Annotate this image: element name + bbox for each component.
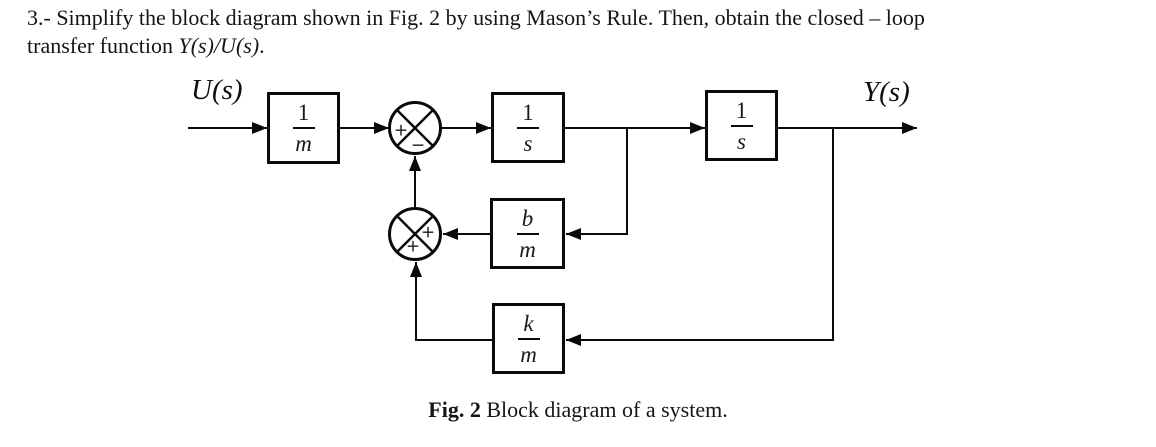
block-k-over-m: k m (492, 303, 565, 374)
sum-junction-1 (388, 101, 442, 155)
fraction-bar (517, 337, 540, 340)
block-1-over-m: 1 m (267, 92, 340, 164)
fraction-bar (730, 124, 753, 127)
denominator: m (520, 341, 537, 367)
block-k-over-m-label: k m (517, 310, 540, 367)
problem-line-2-text: transfer function (27, 33, 179, 58)
sum2-bottom-sign: + (405, 236, 421, 257)
numerator: 1 (735, 97, 748, 123)
line-km-to-sum2 (410, 262, 492, 341)
numerator: 1 (522, 99, 534, 125)
output-signal-label: Y(s) (863, 76, 910, 108)
denominator: s (523, 130, 533, 156)
denominator: m (519, 236, 536, 262)
figure-caption-text: Block diagram of a system. (480, 397, 728, 422)
block-integrator-2-label: 1 s (730, 97, 753, 154)
fraction-bar (517, 126, 539, 129)
problem-statement: 3.- Simplify the block diagram shown in … (27, 4, 1139, 60)
problem-line-1: 3.- Simplify the block diagram shown in … (27, 4, 1139, 32)
transfer-function-expression: Y(s)/U(s) (178, 33, 260, 58)
block-integrator-1-label: 1 s (517, 101, 539, 155)
block-b-over-m-label: b m (516, 205, 539, 262)
block-1-over-m-label: 1 m (292, 100, 315, 156)
denominator: s (737, 128, 746, 154)
block-integrator-1: 1 s (491, 92, 565, 163)
sum2-right-sign: + (420, 222, 436, 243)
sum1-left-sign: + (393, 120, 409, 141)
fraction-bar (292, 127, 315, 129)
figure-caption-number: Fig. 2 (428, 397, 481, 422)
sum1-bottom-sign: − (410, 135, 426, 156)
input-signal-label: U(s) (191, 74, 243, 106)
takeoff-to-bm-line (566, 128, 628, 240)
sum-junction-2 (388, 207, 442, 261)
takeoff-to-km-line (566, 128, 834, 346)
figure-caption: Fig. 2 Block diagram of a system. (0, 397, 1156, 423)
fraction-bar (516, 232, 539, 235)
block-integrator-2: 1 s (705, 90, 778, 161)
numerator: k (523, 310, 534, 336)
numerator: 1 (297, 100, 310, 125)
numerator: b (521, 205, 534, 231)
problem-line-2-period: . (259, 33, 265, 58)
problem-line-1-text: 3.- Simplify the block diagram shown in … (27, 5, 925, 30)
block-b-over-m: b m (490, 198, 565, 269)
denominator: m (295, 131, 312, 156)
problem-line-2: transfer function Y(s)/U(s). (27, 32, 1139, 60)
